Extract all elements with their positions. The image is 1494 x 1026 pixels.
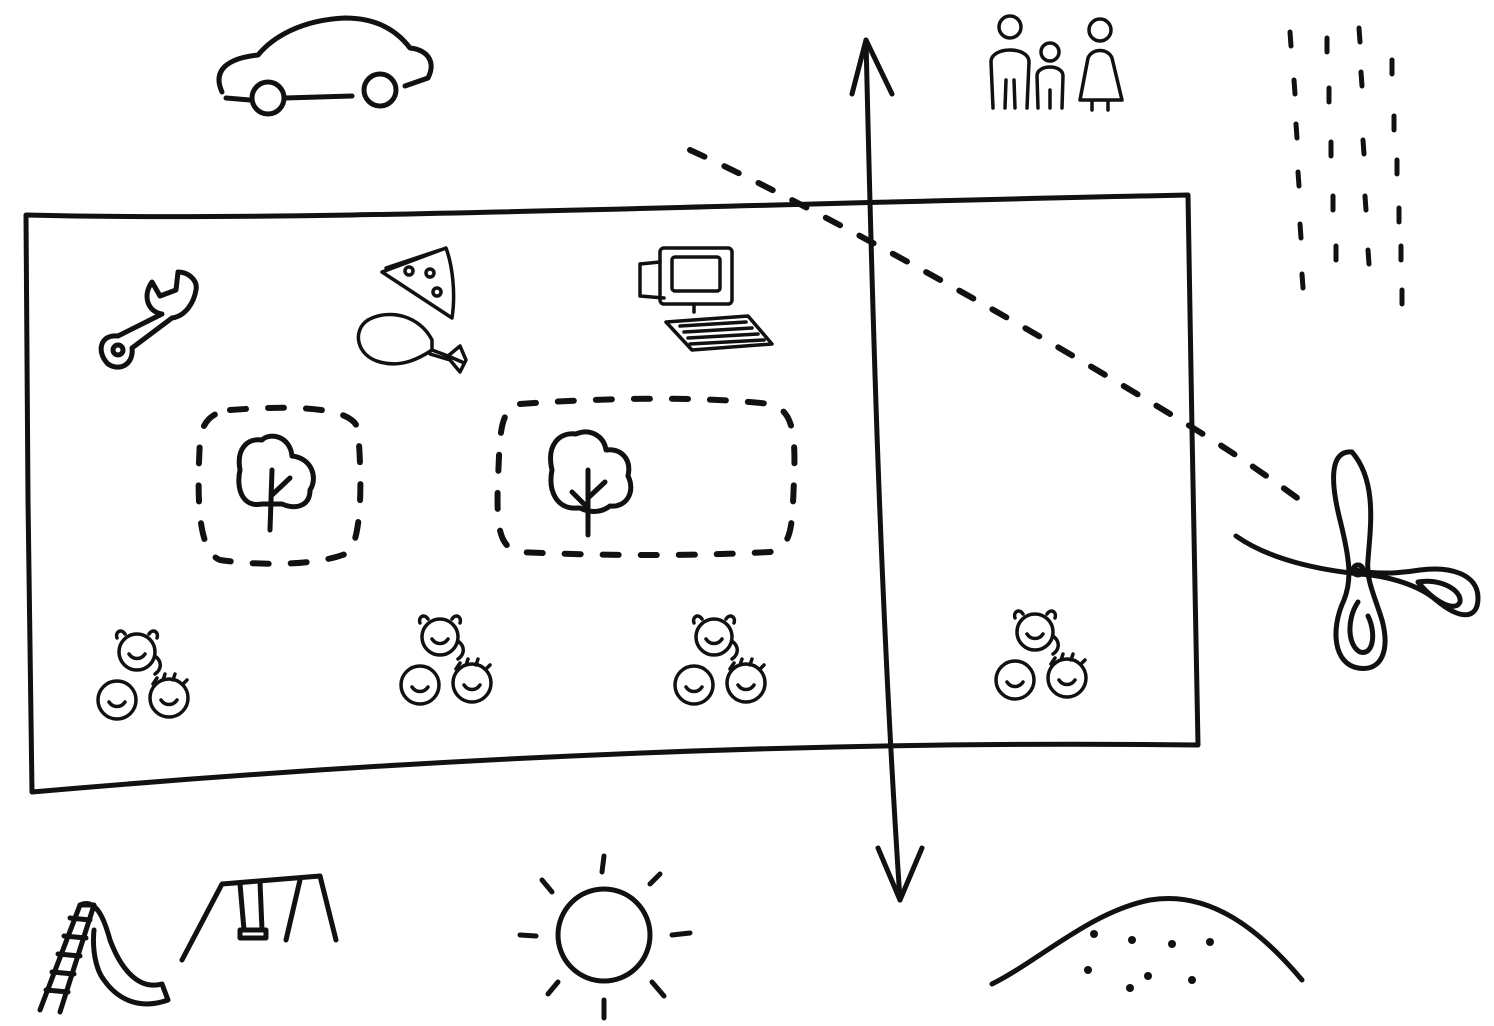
family-icon [989, 14, 1124, 112]
children-group-icon [673, 614, 767, 706]
hill-icon [989, 896, 1305, 992]
dashed-zone-right [494, 395, 798, 558]
sun-icon [517, 853, 693, 1021]
main-area-boundary [23, 192, 1201, 795]
slide-icon [37, 901, 171, 1015]
dashed-zone-left [195, 404, 364, 567]
computer-icon [638, 246, 774, 352]
children-group-icon [994, 609, 1088, 701]
dashed-cut-line [687, 147, 1303, 503]
chicken-drumstick-icon [356, 312, 468, 374]
rain-icon [1287, 25, 1405, 307]
pizza-slice-icon [380, 246, 456, 320]
tree-icon [548, 429, 634, 538]
children-group-icon [96, 629, 190, 721]
scissors-icon [1233, 449, 1481, 671]
children-group-icon [399, 614, 493, 706]
car-icon [216, 15, 434, 117]
tree-icon [236, 433, 316, 533]
swing-icon [179, 873, 339, 963]
double-headed-arrow-icon [849, 37, 925, 903]
wrench-icon [98, 269, 199, 370]
